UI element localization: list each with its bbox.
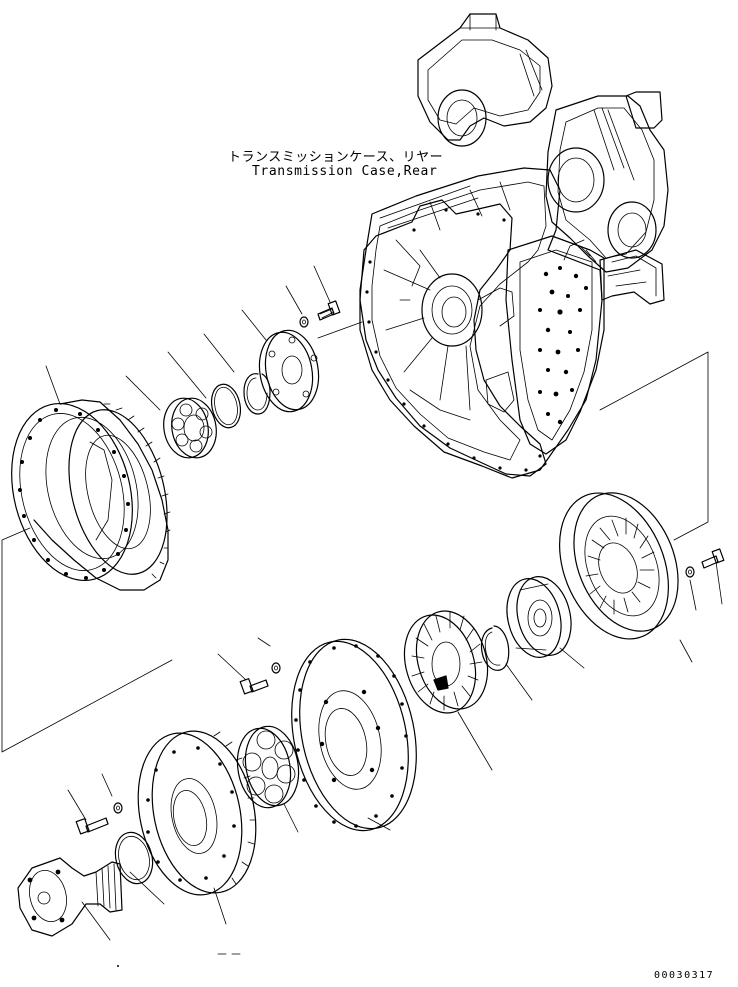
figure-code: 00030317 <box>654 970 715 981</box>
stator-housing <box>558 492 679 640</box>
turbine <box>403 610 489 714</box>
transmission-case-rear <box>359 13 669 479</box>
hub-right <box>506 576 572 658</box>
bolt-mid <box>239 678 269 695</box>
explode-lines <box>1 351 709 753</box>
leader-lines-upper <box>45 265 363 411</box>
bolt-lower <box>75 817 109 835</box>
snap-ring-upper-1 <box>210 383 242 429</box>
washer-upper <box>299 316 309 328</box>
bolt-upper <box>317 300 341 321</box>
case-label-english: Transmission Case,Rear <box>252 164 438 179</box>
leader-lines-lower <box>67 561 723 955</box>
drive-gear-lower <box>137 730 257 896</box>
output-flange <box>17 857 123 937</box>
washer-mid <box>271 662 281 674</box>
snap-ring-lower <box>114 831 154 885</box>
ring-gear-large <box>11 399 171 591</box>
bearing-lower <box>236 725 300 809</box>
retainer-plate <box>258 329 320 413</box>
drive-plate <box>291 638 417 832</box>
case-label-japanese: トランスミッションケース、リヤー <box>228 150 444 165</box>
washer-lower <box>113 802 123 814</box>
snap-ring-mid <box>480 625 510 671</box>
bearing-upper <box>163 397 217 459</box>
washer-right <box>685 566 695 578</box>
bolt-right <box>701 548 725 569</box>
